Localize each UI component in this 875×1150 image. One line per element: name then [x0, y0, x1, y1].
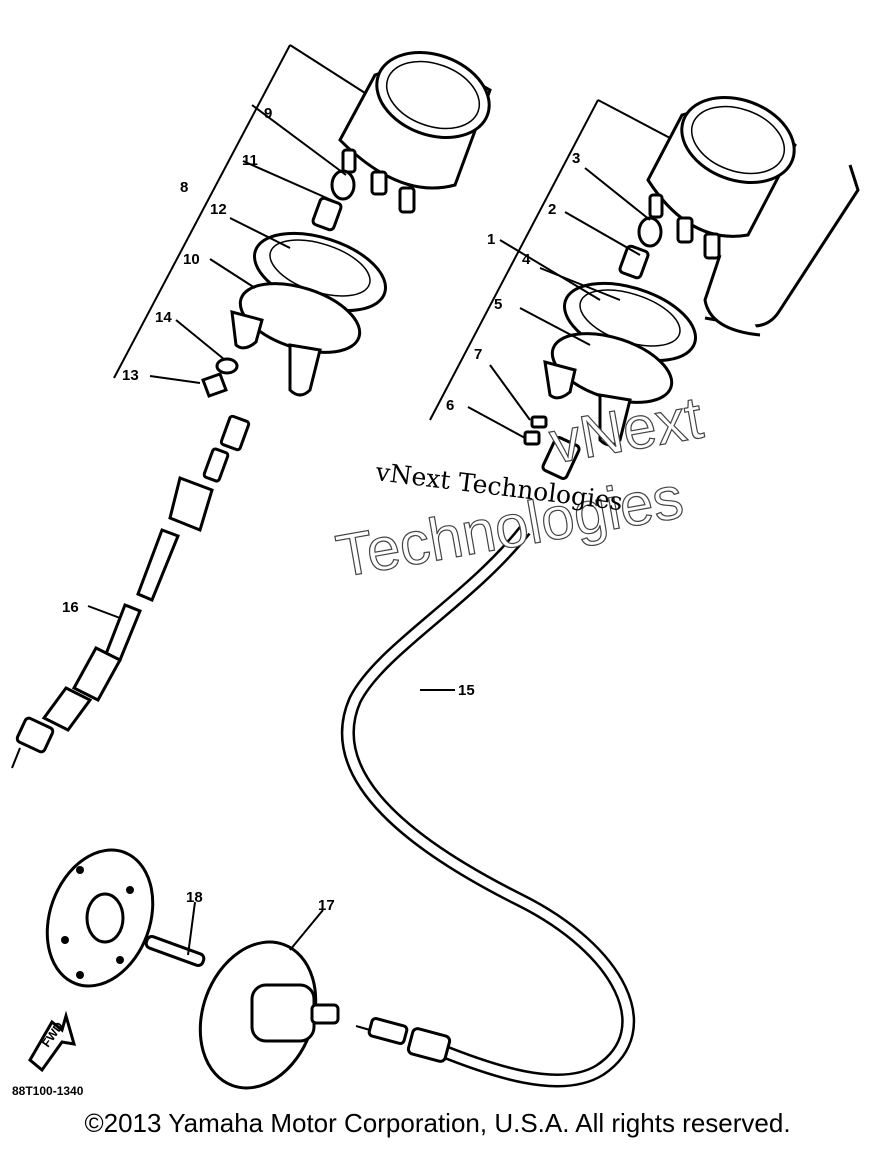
- callout-12: 12: [210, 201, 227, 218]
- callout-2: 2: [548, 201, 556, 218]
- exploded-parts-diagram: FWD 9 11 8 12 10 14 13 3 2 1 4 5 7 6 15 …: [11, 44, 860, 1098]
- callout-13: 13: [122, 367, 139, 384]
- hub-and-gear-unit: [45, 848, 340, 1090]
- callout-9: 9: [264, 105, 272, 122]
- callout-15: 15: [458, 682, 475, 699]
- left-meter-cable: [11, 414, 251, 769]
- callout-3: 3: [572, 150, 580, 167]
- callout-8: 8: [180, 179, 188, 196]
- callout-14: 14: [155, 309, 172, 326]
- callout-4: 4: [522, 251, 531, 268]
- callout-5: 5: [494, 296, 502, 313]
- left-meter-assembly: [113, 44, 492, 398]
- callout-10: 10: [183, 251, 200, 268]
- fwd-arrow-icon: FWD: [28, 1010, 77, 1073]
- callout-7: 7: [474, 346, 482, 363]
- copyright-notice: ©2013 Yamaha Motor Corporation, U.S.A. A…: [84, 1108, 791, 1138]
- callout-17: 17: [318, 897, 335, 914]
- watermark-big-line1: vNext: [545, 384, 708, 477]
- right-meter-cable: [341, 436, 636, 1088]
- callout-1: 1: [487, 231, 495, 248]
- callout-11: 11: [242, 152, 258, 169]
- callout-16: 16: [62, 599, 79, 616]
- right-meter-assembly: [429, 95, 860, 447]
- part-code: 88T100-1340: [12, 1084, 84, 1098]
- callout-18: 18: [186, 889, 203, 906]
- callout-6: 6: [446, 397, 454, 414]
